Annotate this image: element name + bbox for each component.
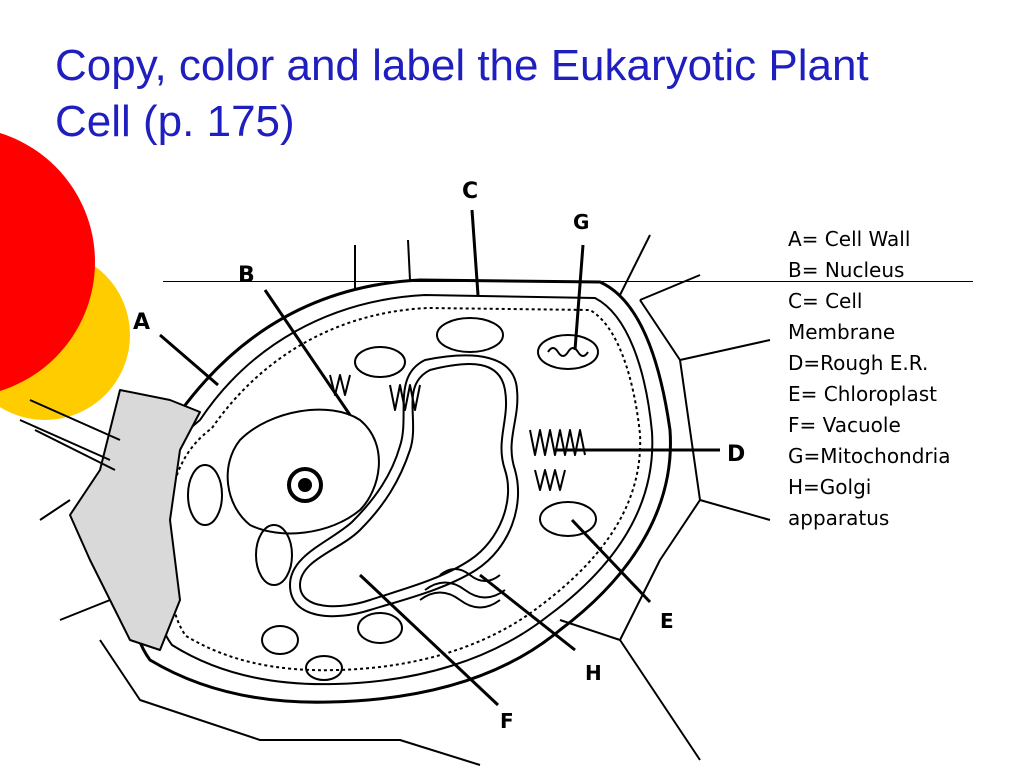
- neighbor-cell-walls: [39, 234, 771, 766]
- legend-item: H=Golgi apparatus: [788, 475, 890, 530]
- leader-line-c: [470, 209, 480, 296]
- chloroplast: [357, 612, 403, 644]
- golgi-apparatus: [419, 568, 506, 609]
- label-d: D: [727, 442, 745, 467]
- chloroplast: [255, 524, 293, 586]
- cell-wall-outer: [124, 278, 672, 704]
- chloroplast: [436, 317, 504, 353]
- label-f: F: [500, 709, 514, 733]
- legend-item: B= Nucleus: [788, 258, 905, 282]
- chloroplast: [187, 464, 223, 526]
- chloroplast: [354, 346, 406, 378]
- divider-line: [163, 281, 973, 282]
- leader-line-e: [570, 518, 652, 604]
- rough-er: [529, 429, 586, 491]
- legend-item: G=Mitochondria: [788, 444, 951, 468]
- chloroplast: [261, 625, 299, 655]
- legend-item: F= Vacuole: [788, 413, 901, 437]
- chloroplast: [305, 655, 343, 681]
- mitochondrion: [537, 334, 599, 370]
- chloroplast: [539, 501, 597, 537]
- label-b: B: [238, 263, 255, 288]
- nucleus: [226, 408, 380, 535]
- label-g: G: [573, 210, 589, 234]
- leader-line-h: [479, 573, 576, 652]
- vacuole: [299, 363, 510, 608]
- vacuole-membrane: [289, 354, 519, 618]
- label-c: C: [462, 179, 478, 204]
- leader-line-a: [159, 333, 219, 387]
- label-h: H: [585, 661, 602, 685]
- plasmodesmata-lines: [19, 399, 121, 471]
- legend-item: E= Chloroplast: [788, 382, 937, 406]
- leader-line-b: [263, 289, 352, 416]
- red-circle: [0, 133, 95, 391]
- legend-item: D=Rough E.R.: [788, 351, 929, 375]
- page-title: Copy, color and label the Eukaryotic Pla…: [55, 41, 869, 146]
- legend: A= Cell Wall B= Nucleus C= Cell Membrane…: [788, 224, 1018, 534]
- legend-item: A= Cell Wall: [788, 227, 911, 251]
- label-a: A: [133, 310, 150, 335]
- cell-wall-corner: [69, 389, 201, 651]
- leader-line-f: [358, 573, 500, 707]
- legend-item: C= Cell Membrane: [788, 289, 896, 344]
- leader-line-g: [573, 244, 585, 351]
- nucleolus: [287, 467, 323, 503]
- label-e: E: [660, 609, 674, 633]
